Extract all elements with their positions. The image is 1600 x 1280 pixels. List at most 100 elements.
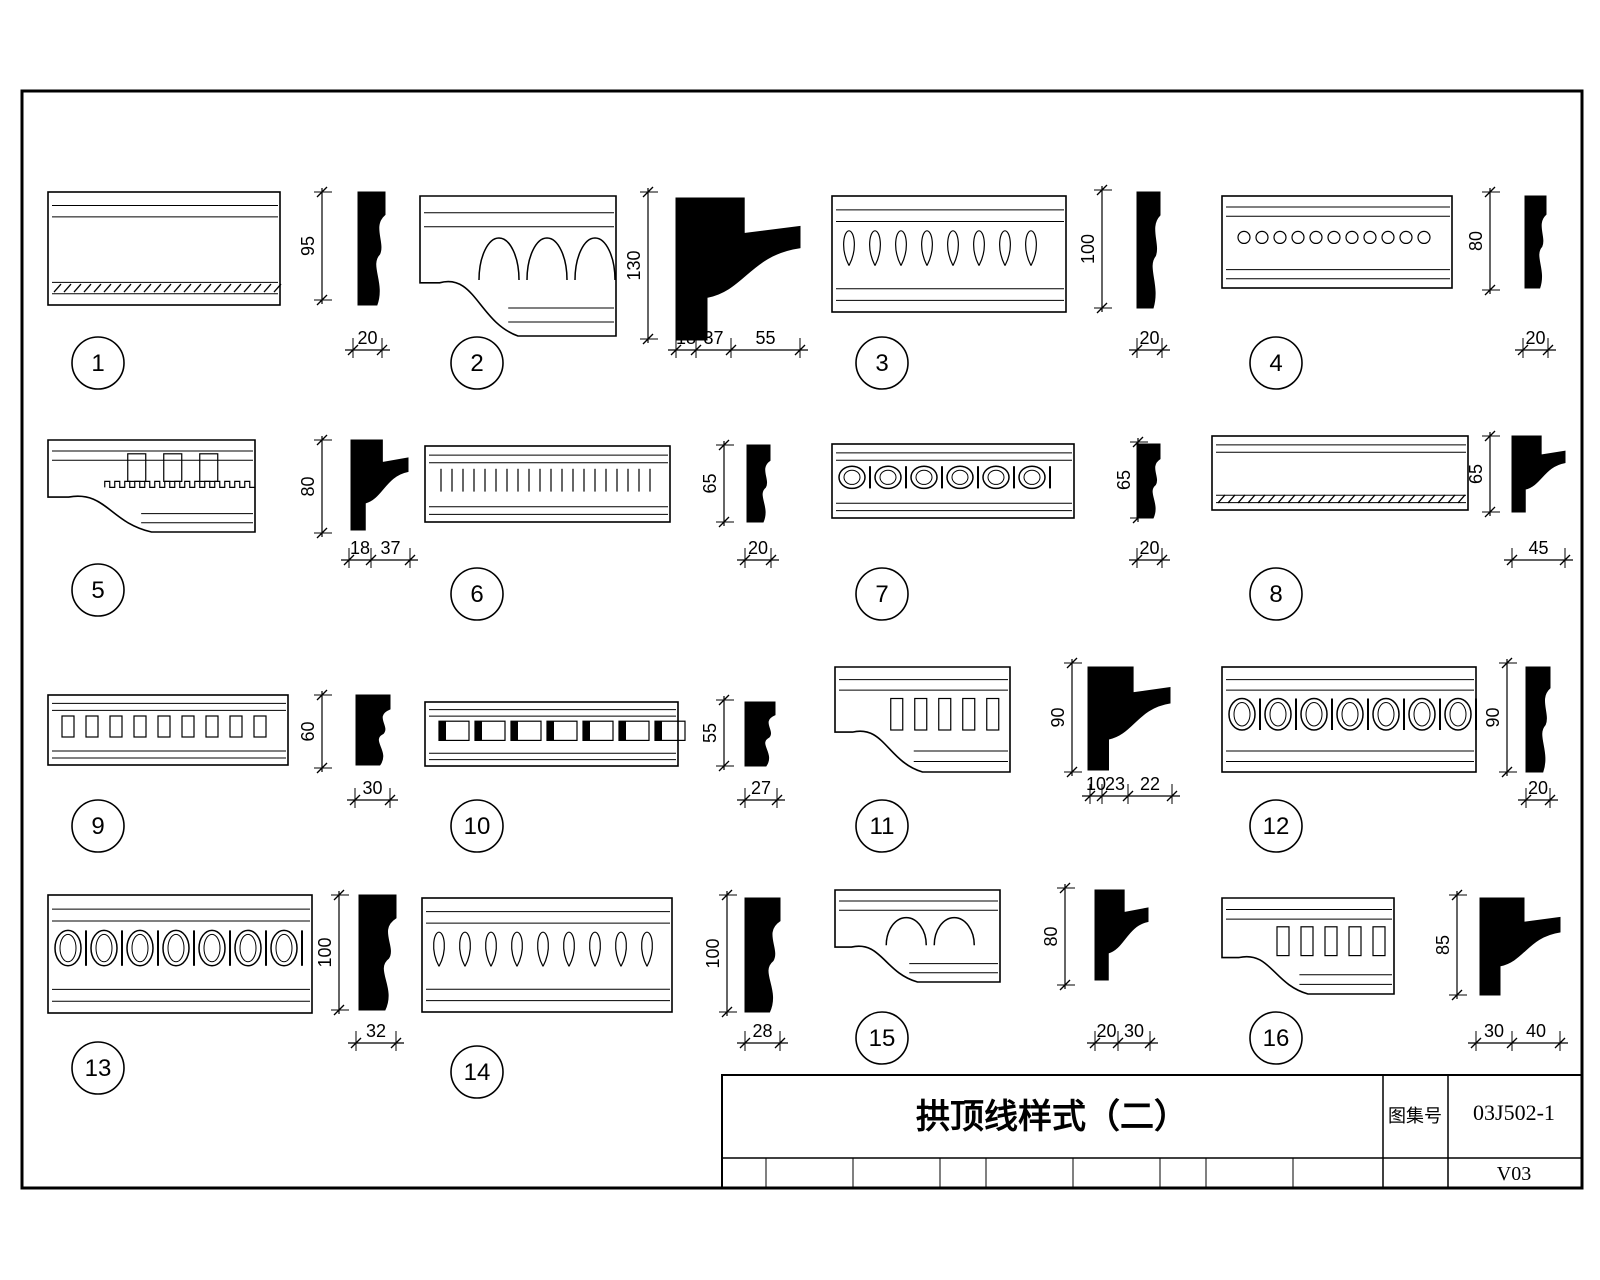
section-profile [350, 439, 409, 531]
egg [1300, 697, 1328, 731]
egg-inner [879, 469, 897, 485]
rope-twist [1457, 494, 1466, 504]
egg-inner [1233, 702, 1251, 727]
rope-twist [1347, 494, 1356, 504]
dim-tick [739, 794, 751, 806]
egg-inner [843, 469, 861, 485]
width-dim-label: 20 [1096, 1021, 1116, 1041]
leaf [589, 931, 601, 967]
width-dim-label: 20 [1139, 328, 1159, 348]
egg-inner [1305, 702, 1323, 727]
dim-tick [1089, 1037, 1101, 1049]
egg-inner [95, 933, 113, 963]
item-number: 2 [470, 350, 483, 377]
dentil [205, 715, 219, 738]
dim-tick [721, 1006, 733, 1018]
leaf [641, 931, 653, 967]
item-number-circle [1249, 336, 1303, 390]
triglyph [439, 721, 446, 741]
egg [90, 929, 118, 967]
egg-inner [1023, 469, 1041, 485]
bead [1399, 230, 1413, 244]
egg [838, 465, 866, 490]
dentil [1372, 926, 1386, 957]
dentil [890, 697, 904, 731]
dim-tick [1156, 554, 1168, 566]
height-dim-label: 60 [298, 721, 318, 741]
rope-twist [1367, 494, 1376, 504]
item-number-circle [450, 567, 504, 621]
rope-twist [1247, 494, 1256, 504]
rope-twist [213, 283, 222, 293]
item-number: 7 [875, 581, 888, 608]
egg [1444, 697, 1472, 731]
width-dim-label: 22 [1140, 774, 1160, 794]
molding-outline [47, 439, 256, 533]
dim-tick [718, 760, 730, 772]
item-number-circle [855, 567, 909, 621]
egg-inner [275, 933, 293, 963]
rope-twist [243, 283, 252, 293]
molding-outline [831, 443, 1075, 519]
section-profile [1087, 666, 1171, 771]
dim-tick [1144, 1037, 1156, 1049]
dim-tick [347, 344, 359, 356]
egg-inner [987, 469, 1005, 485]
height-dim-label: 80 [1466, 231, 1486, 251]
rope-twist [1417, 494, 1426, 504]
dim-tick [1470, 1037, 1482, 1049]
egg-inner [167, 933, 185, 963]
dim-tick [1112, 1037, 1124, 1049]
egg [1228, 697, 1256, 731]
item-number: 1 [91, 350, 104, 377]
rope-twist [1227, 494, 1236, 504]
section-profile [358, 894, 397, 1011]
width-dim-label: 23 [1105, 774, 1125, 794]
leaf [459, 931, 471, 967]
height-dim-label: 90 [1483, 707, 1503, 727]
width-dim-label: 18 [350, 538, 370, 558]
item-number-circle [855, 799, 909, 853]
item-number-circle [1249, 1011, 1303, 1065]
egg-inner [1377, 702, 1395, 727]
width-dim-label: 10 [1086, 774, 1106, 794]
atlas-label: 图集号 [1388, 1106, 1442, 1126]
dim-tick [1451, 989, 1463, 1001]
item-number: 12 [1263, 813, 1290, 840]
rope-twist [143, 283, 152, 293]
dentil [962, 697, 976, 731]
item-number: 10 [464, 813, 491, 840]
rope-twist [1277, 494, 1286, 504]
dim-tick [1084, 790, 1096, 802]
dim-tick [1520, 794, 1532, 806]
item-number-circle [71, 336, 125, 390]
rope-twist [1287, 494, 1296, 504]
bead [1291, 230, 1305, 244]
rope-twist [1387, 494, 1396, 504]
section-profile [1511, 435, 1566, 513]
item-number: 4 [1269, 350, 1282, 377]
rope-twist [183, 283, 192, 293]
egg-inner [915, 469, 933, 485]
dentil [85, 715, 99, 738]
rope-twist [1397, 494, 1406, 504]
rope-twist [223, 283, 232, 293]
dim-tick [642, 186, 654, 198]
dim-tick [316, 762, 328, 774]
height-dim-label: 100 [1078, 234, 1098, 264]
rope-twist [203, 283, 212, 293]
width-dim-label: 55 [755, 328, 775, 348]
bead [1363, 230, 1377, 244]
height-dim-label: 55 [700, 723, 720, 743]
egg-inner [1341, 702, 1359, 727]
rope-twist [1407, 494, 1416, 504]
rope-twist [53, 283, 62, 293]
leaf [485, 931, 497, 967]
leaf [563, 931, 575, 967]
egg [910, 465, 938, 490]
bead [1345, 230, 1359, 244]
